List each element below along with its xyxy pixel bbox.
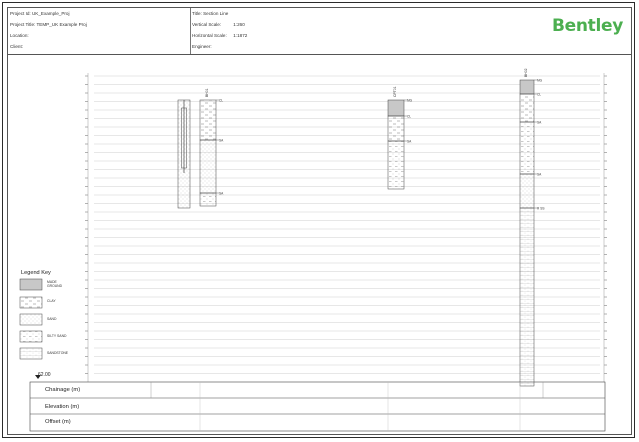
title-block-project: Project Id: UK_Example_Proj Project Titl… (8, 8, 191, 54)
vertical-scale: Vertical Scale: 1:260 (192, 22, 245, 27)
legend-swatch-sand (19, 313, 43, 326)
stratum-sandstone (519, 207, 535, 387)
title-block-details: Title: Section Line Vertical Scale: 1:26… (190, 8, 370, 54)
title-block: Project Id: UK_Example_Proj Project Titl… (8, 8, 631, 55)
section-title-value: Section Line (203, 11, 229, 16)
row-label-elevation: Elevation (m) (45, 404, 80, 410)
stratum-code: SA (537, 173, 542, 177)
stratum-silty-sand (387, 140, 405, 190)
legend-swatch-made-ground (19, 278, 43, 291)
data-table-lines (29, 381, 606, 432)
borehole-id: CPT01 (393, 86, 397, 97)
project-id: Project Id: UK_Example_Proj (10, 11, 70, 16)
base-elevation-label: 62.00 (38, 372, 51, 378)
stratum-sand (199, 139, 217, 194)
project-title: Project Title: TEMP_UK Example Proj (10, 22, 87, 27)
horizontal-scale-label: Horizontal Scale: (192, 33, 227, 38)
borehole-id: BH01 (205, 88, 209, 97)
legend-label-made-ground-line1: MADE (47, 280, 57, 284)
stratum-sand (519, 173, 535, 209)
legend-swatch-sandstone (19, 347, 43, 360)
stratum-clay (519, 93, 535, 123)
row-label-offset: Offset (m) (45, 419, 71, 425)
stratum-silty-sand (199, 192, 217, 207)
section-title: Title: Section Line (192, 11, 228, 16)
response-zone (181, 107, 187, 169)
legend-swatch-silty-sand (19, 330, 43, 343)
section-title-label: Title: (192, 11, 202, 16)
bentley-logo: Bentley (551, 16, 623, 36)
table-outline (29, 381, 606, 432)
row-label-chainage: Chainage (m) (45, 387, 81, 393)
location: Location: (10, 33, 29, 38)
stratum-code: SA (219, 139, 224, 143)
horizontal-scale-value: 1:1872 (233, 33, 248, 38)
engineer: Engineer: (192, 44, 212, 49)
stratum-code: SA (407, 140, 412, 144)
stratum-made-ground (387, 99, 405, 117)
vertical-scale-value: 1:260 (233, 22, 245, 27)
stratum-made-ground (519, 79, 535, 95)
elevation-marker-triangle (35, 375, 41, 379)
borehole-id: BH02 (524, 68, 528, 77)
stratum-code: SA (537, 121, 542, 125)
sheet-inner-frame: Project Id: UK_Example_Proj Project Titl… (7, 7, 632, 435)
stratum-code: MG (537, 79, 543, 83)
legend-label-sandstone: SANDSTONE (47, 351, 69, 355)
stratum-code: CL (407, 115, 411, 119)
stratum-clay (387, 115, 405, 142)
legend-swatches (19, 278, 43, 379)
stratum-silty-sand (519, 121, 535, 175)
stratum-clay (199, 99, 217, 141)
legend-label-silty-sand: SILTY SAND (47, 334, 67, 338)
legend-label-made-ground-line2: GROUND (47, 284, 63, 288)
vertical-scale-label: Vertical Scale: (192, 22, 222, 27)
stratum-code: MG (407, 99, 413, 103)
horizontal-scale: Horizontal Scale: 1:1872 (192, 33, 247, 38)
legend-swatch-clay (19, 296, 43, 309)
legend-label-clay: CLAY (47, 299, 56, 303)
stratum-code: CL (219, 99, 223, 103)
legend-title: Legend Key (21, 270, 51, 276)
stratum-code: R SS (537, 207, 544, 211)
legend-label-made-ground: MADE GROUND (47, 280, 62, 288)
stratum-code: SA (219, 192, 224, 196)
sheet-frame: Project Id: UK_Example_Proj Project Titl… (2, 2, 635, 438)
legend-label-sand: SAND (47, 317, 57, 321)
client: Client: (10, 44, 24, 49)
stratum-code: CL (537, 93, 541, 97)
